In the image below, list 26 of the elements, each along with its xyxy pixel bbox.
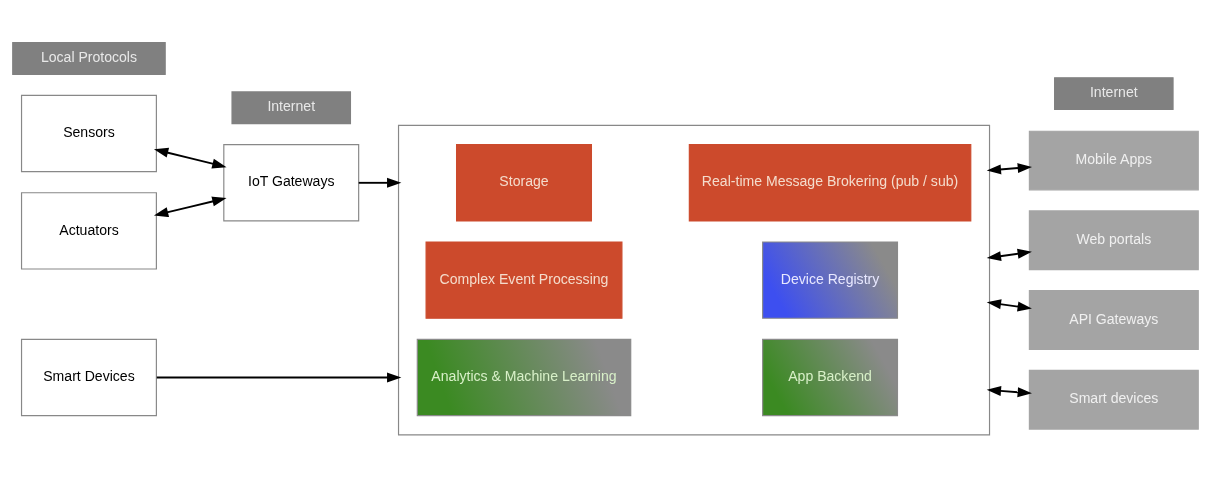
node-box: Complex Event Processing — [425, 240, 623, 319]
node-box: IoT Gateways — [223, 143, 360, 221]
node-box: Device Registry — [762, 240, 899, 319]
arrow — [357, 177, 402, 188]
node-box: Sensors — [20, 94, 157, 172]
node-box: Smart Devices — [20, 338, 157, 416]
node-box: API Gateways — [1028, 289, 1199, 350]
node-box: Analytics & Machine Learning — [416, 338, 632, 416]
node-box: Internet — [1054, 76, 1174, 110]
arrow — [986, 298, 1032, 312]
node-box: Mobile Apps — [1028, 130, 1199, 190]
node-box: Smart devices — [1028, 369, 1199, 430]
arrow — [986, 248, 1032, 261]
node-box: Local Protocols — [12, 41, 166, 75]
node-box: App Backend — [762, 338, 899, 416]
arrow — [153, 147, 227, 169]
node-box: Storage — [456, 143, 592, 221]
arrow — [155, 371, 402, 382]
node-box: Web portals — [1028, 209, 1199, 270]
arrow — [986, 162, 1033, 174]
cluster — [397, 124, 991, 435]
node-box: Internet — [231, 90, 352, 124]
node-box: Real-time Message Brokering (pub / sub) — [688, 143, 972, 221]
arrow — [153, 196, 227, 217]
arrow — [986, 385, 1032, 397]
node-box: Actuators — [20, 191, 157, 270]
